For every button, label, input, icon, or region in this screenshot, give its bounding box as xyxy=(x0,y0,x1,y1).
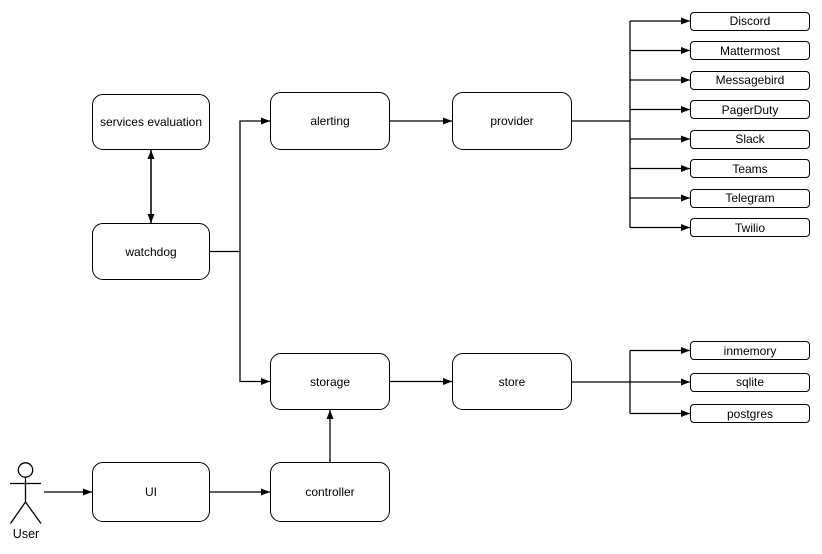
provider-item-discord: Discord xyxy=(690,11,810,31)
provider-item-twilio: Twilio xyxy=(690,218,810,237)
actor-right-leg xyxy=(24,501,42,524)
node-store: store xyxy=(452,353,572,410)
node-alerting: alerting xyxy=(270,92,390,150)
node-ui: UI xyxy=(92,462,210,522)
node-ui-label: UI xyxy=(145,485,157,499)
node-controller-label: controller xyxy=(305,485,355,499)
provider-item-teams: Teams xyxy=(690,159,810,178)
node-storage: storage xyxy=(270,353,390,410)
actor-head xyxy=(17,462,34,478)
node-storage-label: storage xyxy=(309,374,351,389)
node-controller: controller xyxy=(270,462,390,522)
node-provider: provider xyxy=(452,92,572,150)
edge-watchdog-to-alerting xyxy=(210,117,270,253)
provider-item-label: Discord xyxy=(729,14,771,28)
node-watchdog: watchdog xyxy=(92,223,210,280)
provider-item-label: Slack xyxy=(735,132,765,146)
store-item-postgres: postgres xyxy=(690,404,810,423)
provider-item-label: Telegram xyxy=(725,191,775,205)
provider-item-label: Messagebird xyxy=(715,73,785,87)
node-watchdog-label: watchdog xyxy=(125,244,177,259)
provider-item-telegram: Telegram xyxy=(690,188,810,208)
provider-item-messagebird: Messagebird xyxy=(690,70,810,90)
user-actor-icon xyxy=(9,462,42,524)
store-item-label: sqlite xyxy=(735,375,764,389)
store-item-label: inmemory xyxy=(723,343,777,358)
node-services-evaluation: services evaluation xyxy=(92,94,210,150)
node-services-evaluation-label: services evaluation xyxy=(99,115,203,129)
node-store-label: store xyxy=(498,374,526,389)
provider-item-mattermost: Mattermost xyxy=(690,41,810,60)
provider-item-label: Twilio xyxy=(734,220,765,235)
provider-item-label: PagerDuty xyxy=(721,102,779,117)
edge-watchdog-to-storage xyxy=(239,251,270,385)
store-item-sqlite: sqlite xyxy=(690,372,810,392)
provider-item-label: Teams xyxy=(732,161,768,176)
actor-left-leg xyxy=(9,501,27,524)
store-item-label: postgres xyxy=(726,406,774,421)
node-alerting-label: alerting xyxy=(310,114,350,128)
provider-item-label: Mattermost xyxy=(719,43,780,58)
provider-item-slack: Slack xyxy=(690,129,810,149)
user-label: User xyxy=(12,527,40,541)
store-item-inmemory: inmemory xyxy=(690,341,810,360)
node-provider-label: provider xyxy=(490,114,534,128)
provider-item-pagerduty: PagerDuty xyxy=(690,100,810,119)
